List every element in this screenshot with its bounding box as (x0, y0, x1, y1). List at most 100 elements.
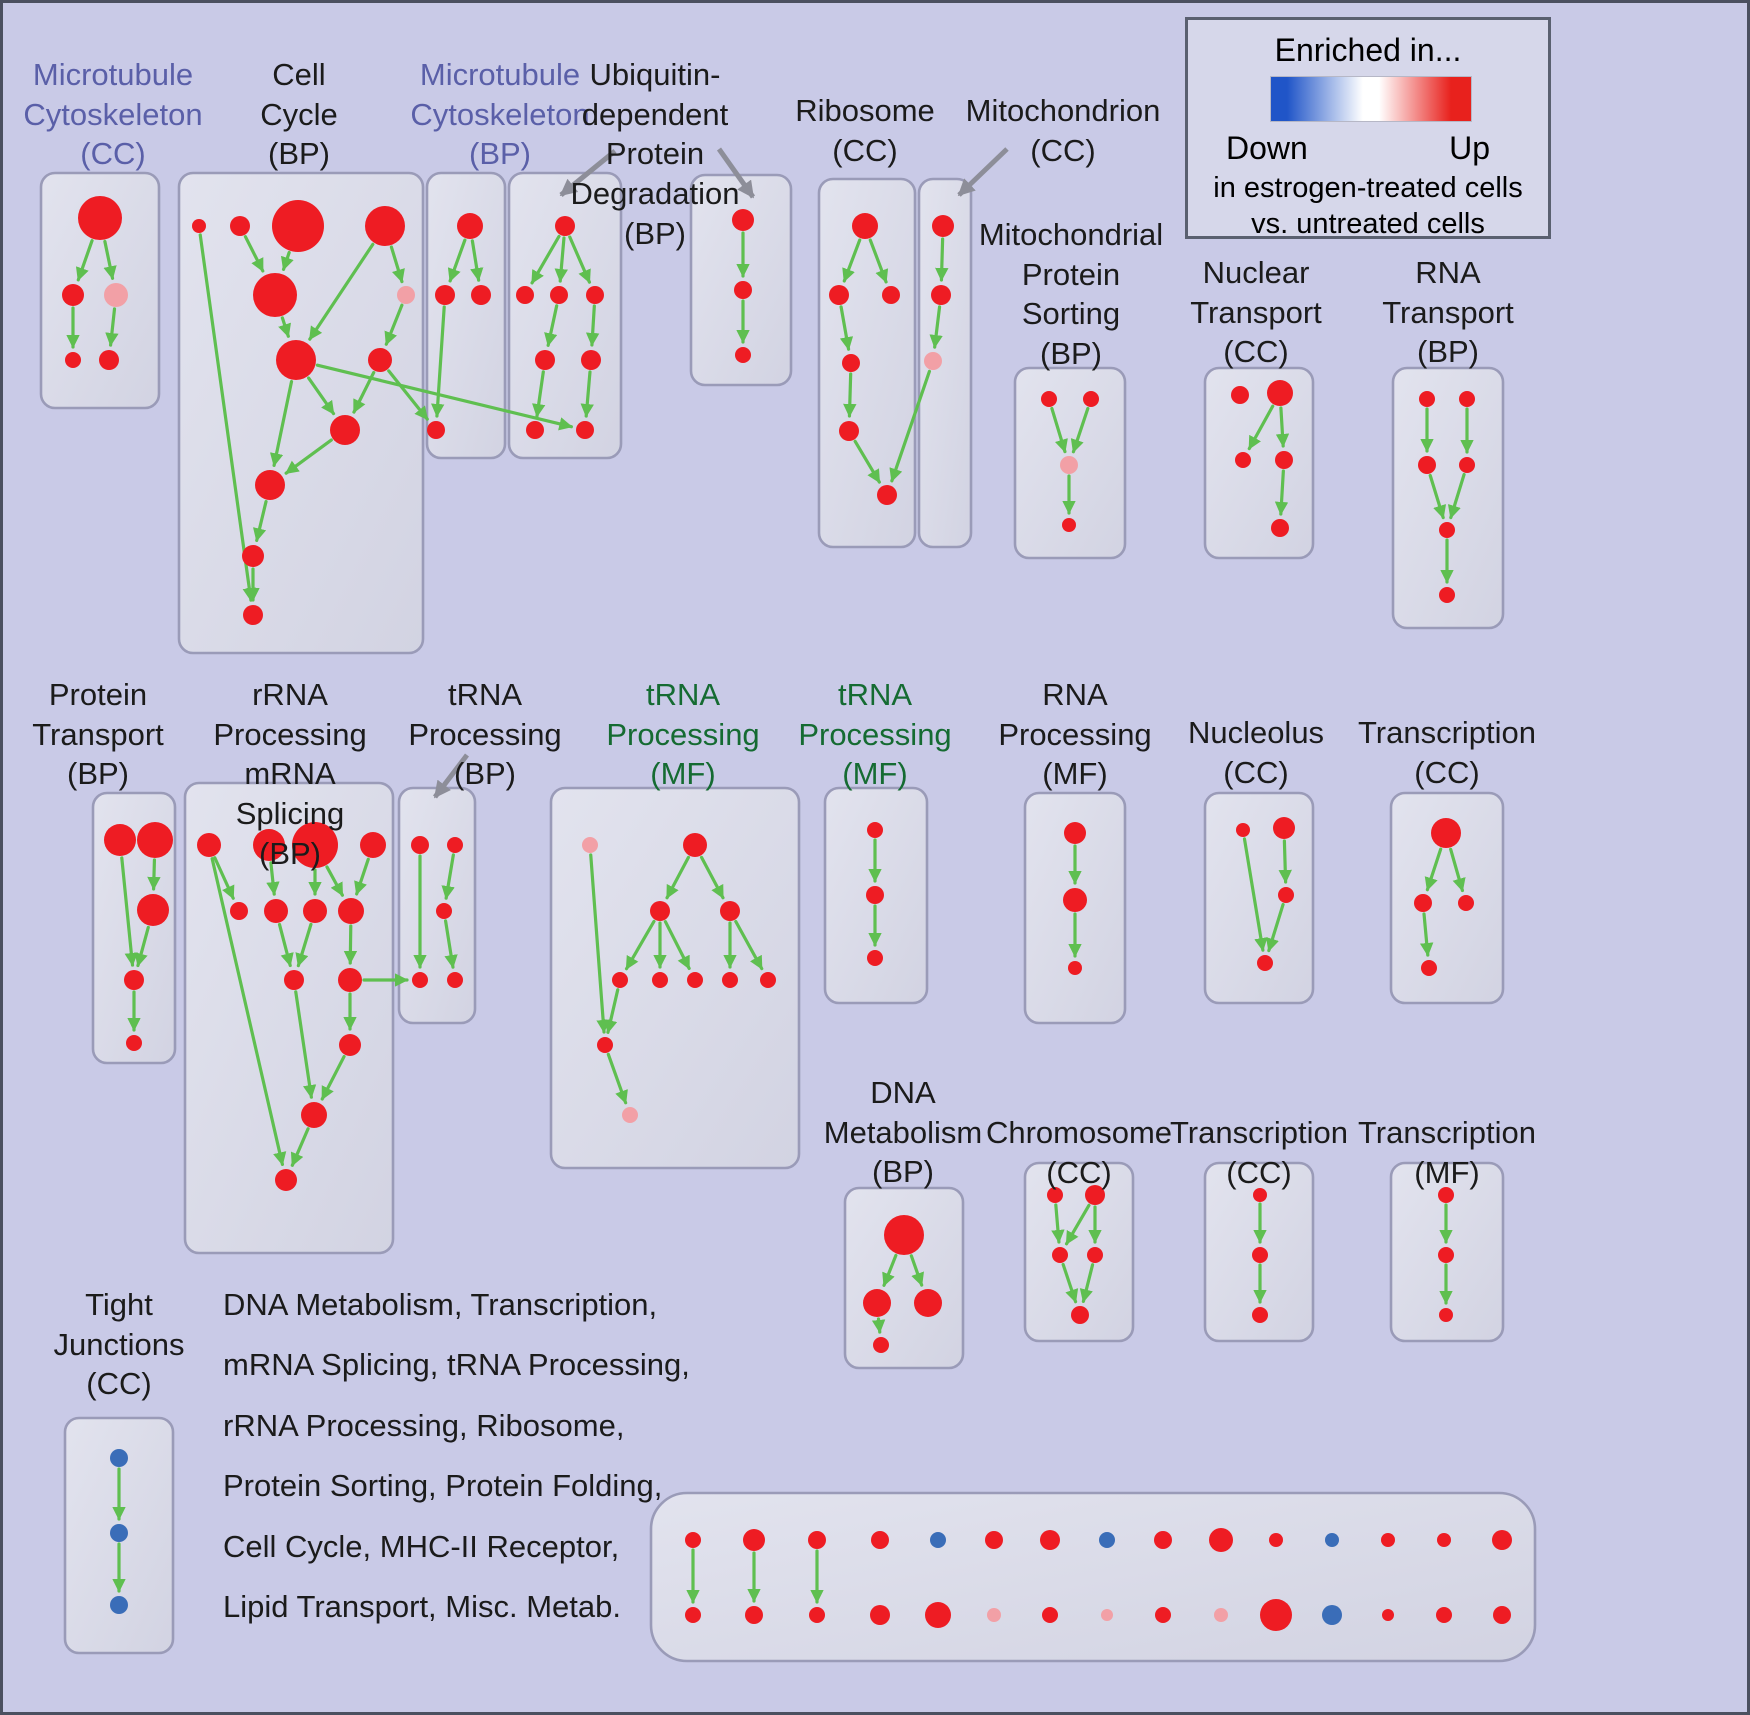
ubiquitin-degradation-bp-up-node-2 (550, 286, 568, 304)
edge-arrow (389, 245, 405, 284)
ubiquitin-degradation-bp-up-node-7 (576, 421, 594, 439)
edge-arrow (1079, 1263, 1095, 1304)
mixed-categories-up-node-13 (1437, 1533, 1451, 1547)
nuclear-transport-cc-label: Nuclear Transport (CC) (1190, 255, 1322, 370)
edge-arrow (532, 370, 546, 418)
rna-transport-bp-label: RNA Transport (BP) (1382, 255, 1514, 370)
rrna-processing-mrna-splicing-bp-up-node-1 (253, 829, 285, 861)
edge-arrow (1050, 406, 1068, 454)
nuclear-transport-cc-up-node-4 (1271, 519, 1289, 537)
trna-processing-mf-1-label: tRNA Processing (MF) (606, 677, 760, 792)
trna-processing-bp-up-node-3 (412, 972, 428, 988)
legend-title: Enriched in... (1274, 32, 1462, 68)
microtubule-cytoskeleton-bp-up-node-2 (471, 285, 491, 305)
legend-subtitle-line2: vs. untreated cells (1251, 208, 1485, 240)
mitochondrial-protein-sorting-bp-weak-up-node-2 (1060, 456, 1078, 474)
rna-transport-bp-up-node-3 (1459, 457, 1475, 473)
mixed-categories-up-node-15 (685, 1607, 701, 1623)
transcription-cc-1-label: Transcription (CC) (1357, 715, 1537, 790)
mitochondrion-cc-weak-up-node-2 (924, 352, 942, 370)
edge-arrow (1064, 1203, 1091, 1246)
trna-processing-mf-1-up-node-3 (720, 901, 740, 921)
mixed-categories-up-node-25 (1260, 1599, 1292, 1631)
rna-processing-mf-label: RNA Processing (MF) (998, 677, 1152, 792)
ribosome-cc-up-node-5 (877, 485, 897, 505)
edge-arrow (589, 853, 610, 1034)
mitochondrion-cc-label: Mitochondrion (CC) (965, 93, 1161, 168)
mixed-categories-up-node-1 (743, 1529, 765, 1551)
edge-arrow (343, 924, 358, 965)
edge-arrow (1051, 1203, 1065, 1244)
trna-processing-mf-1-up-node-9 (597, 1037, 613, 1053)
edge-arrow (253, 499, 268, 543)
mixed-categories-up-node-6 (1040, 1530, 1060, 1550)
network-diagram (39, 147, 1537, 1663)
transcription-cc-2-label: Transcription (CC) (1169, 1115, 1349, 1190)
edge-arrow (280, 250, 294, 271)
trna-processing-mf-1-up-node-2 (650, 901, 670, 921)
ribosome-cc-label: Ribosome (CC) (795, 93, 935, 168)
mixed-categories-up-node-2 (808, 1531, 826, 1549)
ribosome-cc-up-node-2 (882, 286, 900, 304)
nuclear-transport-cc-up-node-0 (1231, 386, 1249, 404)
trna-processing-bp-up-node-4 (447, 972, 463, 988)
chromosome-cc-up-node-3 (1087, 1247, 1103, 1263)
rrna-processing-mrna-splicing-bp-up-node-10 (339, 1034, 361, 1056)
trna-processing-mf-2-up-node-0 (867, 822, 883, 838)
microtubule-cytoskeleton-bp-up-node-1 (435, 285, 455, 305)
edge-arrow (843, 372, 857, 418)
dna-metabolism-bp-up-node-1 (863, 1289, 891, 1317)
edge-arrow (295, 922, 313, 968)
mixed-categories-up-node-14 (1492, 1530, 1512, 1550)
legend-subtitle-line1: in estrogen-treated cells (1213, 172, 1523, 204)
transcription-cc-2-up-node-0 (1253, 1188, 1267, 1202)
dna-metabolism-bp-label: DNA Metabolism (BP) (823, 1075, 983, 1190)
edge-arrow (105, 307, 119, 347)
rrna-processing-mrna-splicing-bp-up-node-2 (292, 822, 338, 868)
edge-arrow (1447, 472, 1466, 520)
mixed-categories-down-node-7 (1099, 1532, 1115, 1548)
ribosome-cc-up-node-0 (852, 213, 878, 239)
rna-processing-mf-up-node-2 (1068, 961, 1082, 975)
mixed-categories-up-node-0 (685, 1532, 701, 1548)
trna-processing-bp-up-node-0 (411, 836, 429, 854)
mixed-categories-up-node-29 (1493, 1606, 1511, 1624)
edge-arrow (842, 238, 862, 283)
microtubule-cytoskeleton-bp-up-node-0 (457, 213, 483, 239)
rna-transport-bp-up-node-5 (1439, 587, 1455, 603)
cell-cycle-bp-up-node-8 (330, 415, 360, 445)
cell-cycle-bp-label: Cell Cycle (BP) (260, 57, 338, 172)
mixed-categories-up-node-18 (870, 1605, 890, 1625)
nucleolus-cc-up-node-3 (1257, 955, 1273, 971)
mitochondrion-cc-up-node-0 (932, 215, 954, 237)
chromosome-cc-up-node-1 (1085, 1185, 1105, 1205)
edge-arrow (1420, 912, 1434, 957)
mixed-categories-up-node-28 (1436, 1607, 1452, 1623)
edge-arrow (544, 304, 559, 347)
rrna-processing-mrna-splicing-bp-label: rRNA Processing mRNA Splicing (BP) (213, 677, 367, 871)
legend-gradient-bar (1270, 76, 1472, 122)
ubiquitin-degradation-bp-box (507, 171, 623, 460)
edge-arrow (1275, 406, 1290, 448)
edge-arrow (663, 920, 691, 971)
edge-arrow (624, 919, 656, 971)
ubiquitin-pointer-right (716, 147, 756, 199)
tight-junctions-cc-down-node-0 (110, 1449, 128, 1467)
edge-arrow (1274, 469, 1289, 516)
mixed-categories-up-node-23 (1155, 1607, 1171, 1623)
transcription-cc-1-box (1389, 791, 1505, 1005)
dna-metabolism-bp-up-node-2 (914, 1289, 942, 1317)
microtubule-cytoskeleton-cc-up-node-3 (65, 352, 81, 368)
edge-arrow (443, 919, 458, 969)
cell-cycle-bp-up-node-0 (192, 219, 206, 233)
edge-arrow (1428, 473, 1447, 520)
edge-arrow (243, 235, 265, 273)
mixed-categories-up-node-3 (871, 1531, 889, 1549)
mixed-categories-weak-up-node-20 (987, 1608, 1001, 1622)
edge-arrow (1424, 847, 1443, 892)
edge-arrow (853, 439, 881, 484)
mitochondrial-protein-sorting-bp-up-node-0 (1041, 391, 1057, 407)
trna-processing-mf-1-up-node-7 (722, 972, 738, 988)
mixed-categories-up-node-10 (1269, 1533, 1283, 1547)
mixed-categories-weak-up-node-22 (1101, 1609, 1113, 1621)
